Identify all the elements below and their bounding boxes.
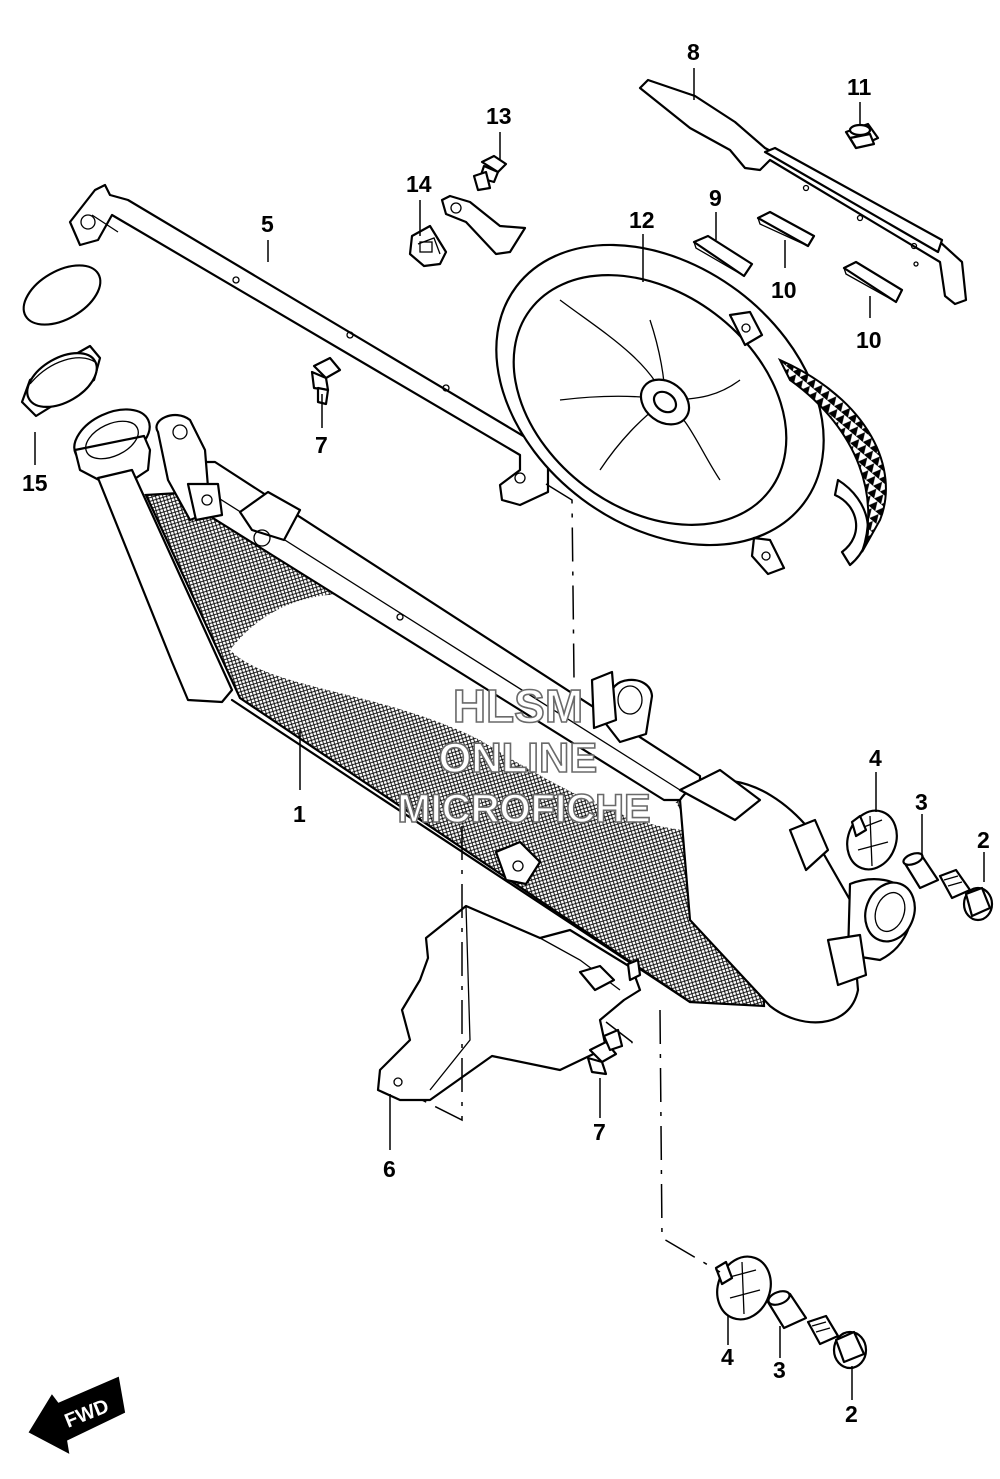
watermark-line-2: ONLINE — [439, 734, 598, 781]
callout-6: 6 — [383, 1156, 396, 1182]
bolt-2-upper — [938, 868, 994, 922]
watermark: HLSM ONLINE MICROFICHE — [397, 679, 652, 832]
pad-10-upper — [756, 210, 816, 248]
centerlines — [421, 483, 721, 1273]
pad-9 — [692, 234, 754, 278]
grommet-4-upper — [846, 809, 898, 871]
callout-2-upper: 2 — [977, 827, 990, 853]
callout-11: 11 — [847, 74, 872, 100]
lower-shield — [376, 904, 642, 1102]
leader-lines — [34, 68, 985, 1400]
pad-10-lower — [842, 260, 904, 304]
rivet-11 — [844, 122, 880, 150]
callout-8: 8 — [687, 39, 700, 65]
fwd-direction-badge: FWD — [28, 1376, 126, 1454]
callout-10-upper: 10 — [771, 277, 797, 303]
callout-3-lower: 3 — [773, 1357, 786, 1383]
callout-2-lower: 2 — [845, 1401, 858, 1427]
radiator — [73, 408, 916, 1024]
callout-4-lower: 4 — [721, 1344, 734, 1370]
fwd-arrow-icon — [28, 1376, 126, 1454]
grommet-4-lower — [714, 1255, 772, 1321]
collar-3-upper — [902, 852, 940, 890]
callout-5: 5 — [261, 211, 274, 237]
callout-14: 14 — [406, 171, 432, 197]
callout-labels: 1 2 2 3 3 4 4 5 6 7 7 8 9 10 10 11 12 13… — [22, 39, 990, 1427]
radiator-cap — [20, 264, 102, 418]
bolt-2-lower — [806, 1314, 868, 1370]
bolt-7-upper — [310, 356, 342, 406]
cooling-fan — [440, 194, 887, 576]
callout-15: 15 — [22, 470, 48, 496]
bolt-7-lower — [586, 1028, 624, 1076]
watermark-line-3: MICROFICHE — [397, 787, 650, 831]
callout-9: 9 — [709, 185, 722, 211]
collar-3-lower — [766, 1290, 808, 1330]
callout-10-lower: 10 — [856, 327, 882, 353]
clip-14 — [408, 224, 448, 268]
callout-1: 1 — [293, 801, 306, 827]
fan-shroud-plate — [638, 78, 968, 306]
bolt-13 — [472, 154, 508, 192]
callout-3-upper: 3 — [915, 789, 928, 815]
callout-12: 12 — [629, 207, 655, 233]
callout-7-upper: 7 — [315, 432, 328, 458]
callout-13: 13 — [486, 103, 512, 129]
watermark-line-1: HLSM — [453, 680, 583, 732]
callout-7-lower: 7 — [593, 1119, 606, 1145]
upper-bracket — [68, 183, 550, 507]
callout-4-upper: 4 — [869, 745, 882, 771]
